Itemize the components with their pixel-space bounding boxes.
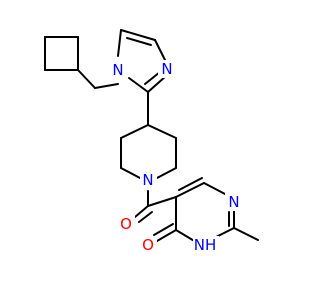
bond	[128, 77, 149, 93]
bond	[153, 223, 174, 236]
atom-label-nh: NH	[194, 236, 217, 254]
bond	[134, 205, 149, 218]
bond	[120, 29, 156, 41]
bond	[178, 177, 203, 191]
bond	[120, 124, 149, 139]
bond	[94, 83, 119, 89]
atom-label-o: O	[120, 215, 132, 233]
bond	[120, 167, 141, 179]
molecule-structure: N N N N NH O O	[44, 29, 259, 254]
bond	[126, 37, 152, 46]
bond	[117, 29, 122, 57]
bond	[138, 211, 153, 223]
bond-layer	[44, 29, 259, 243]
bond	[77, 69, 96, 89]
atom-label-o: O	[142, 236, 154, 254]
atom-n3-imidazole: N	[158, 60, 175, 78]
bond	[147, 196, 177, 207]
bond	[203, 182, 226, 195]
atom-label-layer: N N N N NH O O	[110, 60, 242, 254]
atom-nh-pyrimidinone: NH	[193, 236, 219, 254]
bond	[154, 39, 167, 63]
bond	[144, 71, 161, 85]
atom-o-ring: O	[140, 236, 157, 254]
bond	[175, 229, 197, 243]
atom-label-n: N	[142, 171, 153, 189]
atom-n-piperidine: N	[140, 170, 157, 190]
bond	[156, 167, 177, 179]
bond	[147, 124, 177, 139]
atom-n1-imidazole: N	[110, 61, 127, 79]
bond	[156, 229, 177, 242]
atom-label-n: N	[161, 60, 172, 78]
atom-n1-pyrimidinone: N	[225, 193, 242, 211]
bond	[233, 227, 259, 241]
bond	[175, 182, 205, 198]
atom-label-n: N	[228, 193, 239, 211]
atom-o-carbonyl: O	[118, 215, 135, 233]
bond	[147, 75, 167, 93]
atom-label-n: N	[112, 61, 123, 79]
